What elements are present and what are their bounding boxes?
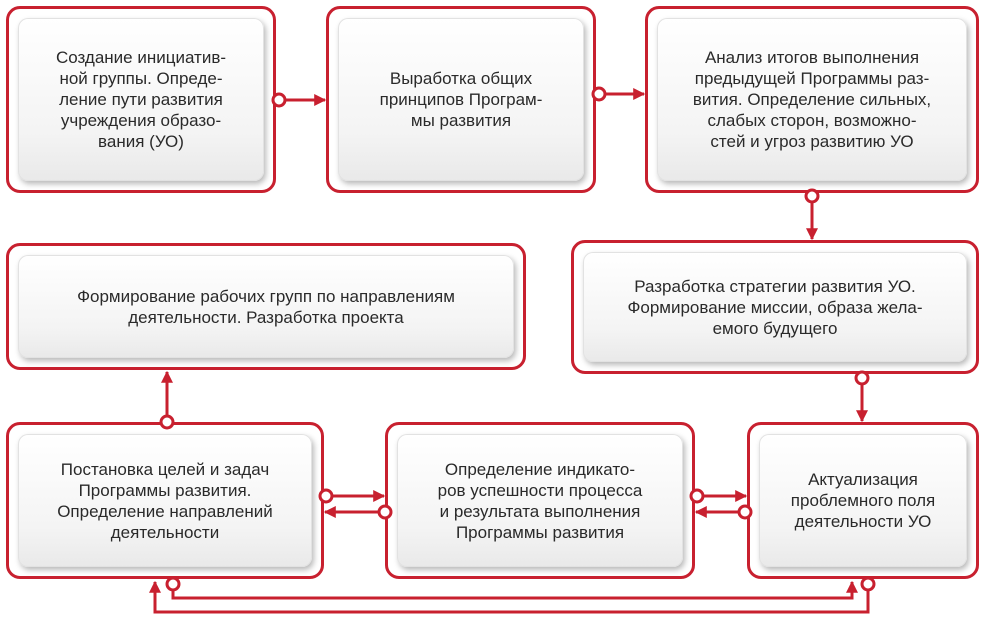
arrow-goals-to-problem-field-loop [171, 580, 858, 600]
step-problem-field-update-text: Актуализация проблемного поля деятельнос… [790, 470, 936, 531]
step-goals-and-tasks: Постановка целей и задач Программы разви… [6, 422, 324, 579]
arrow-problem-field-to-goals-loop [149, 580, 870, 614]
step-goals-and-tasks-text: Постановка целей и задач Программы разви… [57, 459, 273, 542]
step-success-indicators: Определение индикато- ров успешности про… [385, 422, 695, 579]
step-create-initiative-group-text: Создание инициатив- ной группы. Опреде- … [55, 48, 227, 151]
step-analysis-previous-program-text: Анализ итогов выполнения предыдущей Прог… [692, 48, 932, 151]
connector-dot [165, 576, 181, 592]
step-development-strategy-text: Разработка стратегии развития УО. Формир… [627, 276, 923, 338]
step-general-principles-text: Выработка общих принципов Програм- мы ра… [379, 69, 543, 130]
step-analysis-previous-program: Анализ итогов выполнения предыдущей Прог… [645, 6, 979, 193]
step-problem-field-update: Актуализация проблемного поля деятельнос… [747, 422, 979, 579]
step-development-strategy: Разработка стратегии развития УО. Формир… [571, 240, 979, 374]
connector-dot [860, 576, 876, 592]
step-working-groups-text: Формирование рабочих групп по направлени… [77, 286, 455, 327]
step-working-groups: Формирование рабочих групп по направлени… [6, 243, 526, 370]
step-create-initiative-group: Создание инициатив- ной группы. Опреде- … [6, 6, 276, 193]
step-general-principles: Выработка общих принципов Програм- мы ра… [326, 6, 596, 193]
step-success-indicators-text: Определение индикато- ров успешности про… [437, 459, 643, 542]
